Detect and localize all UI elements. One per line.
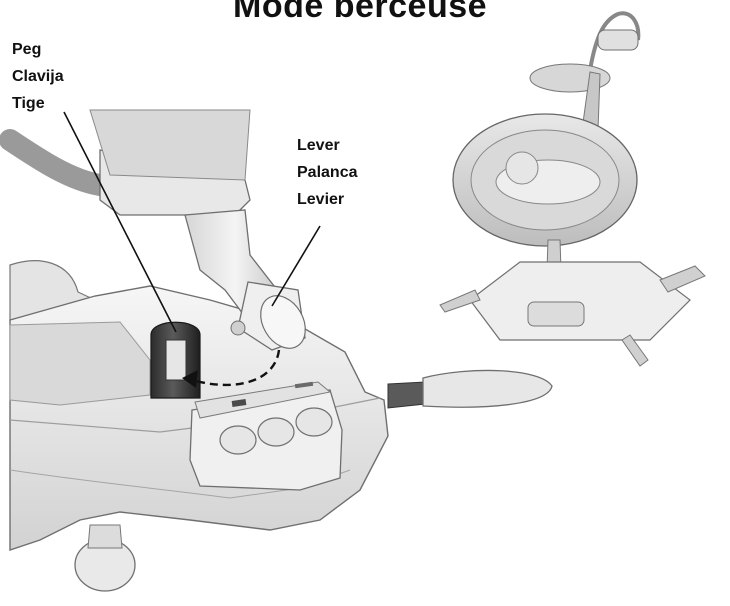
swing-base-controls [528, 302, 584, 326]
arm-pivot [231, 321, 245, 335]
base-foot-right [423, 370, 552, 407]
swing-overview-illustration [440, 13, 705, 366]
control-button-2 [258, 418, 294, 446]
control-button-3 [296, 408, 332, 436]
tube-left [10, 140, 100, 185]
swing-leg-left [440, 290, 480, 312]
swing-baby-head [506, 152, 538, 184]
peg [151, 322, 200, 398]
control-button-1 [220, 426, 256, 454]
base-top-panel [10, 322, 150, 405]
peg-slot [166, 340, 186, 380]
swing-mobile-hub [598, 30, 638, 50]
swing-base-frame [470, 262, 690, 340]
base-leg-right [388, 382, 425, 408]
base-foot-stem [88, 525, 122, 548]
swing-leg-right [660, 266, 705, 292]
seat-frame-hint [90, 110, 250, 180]
